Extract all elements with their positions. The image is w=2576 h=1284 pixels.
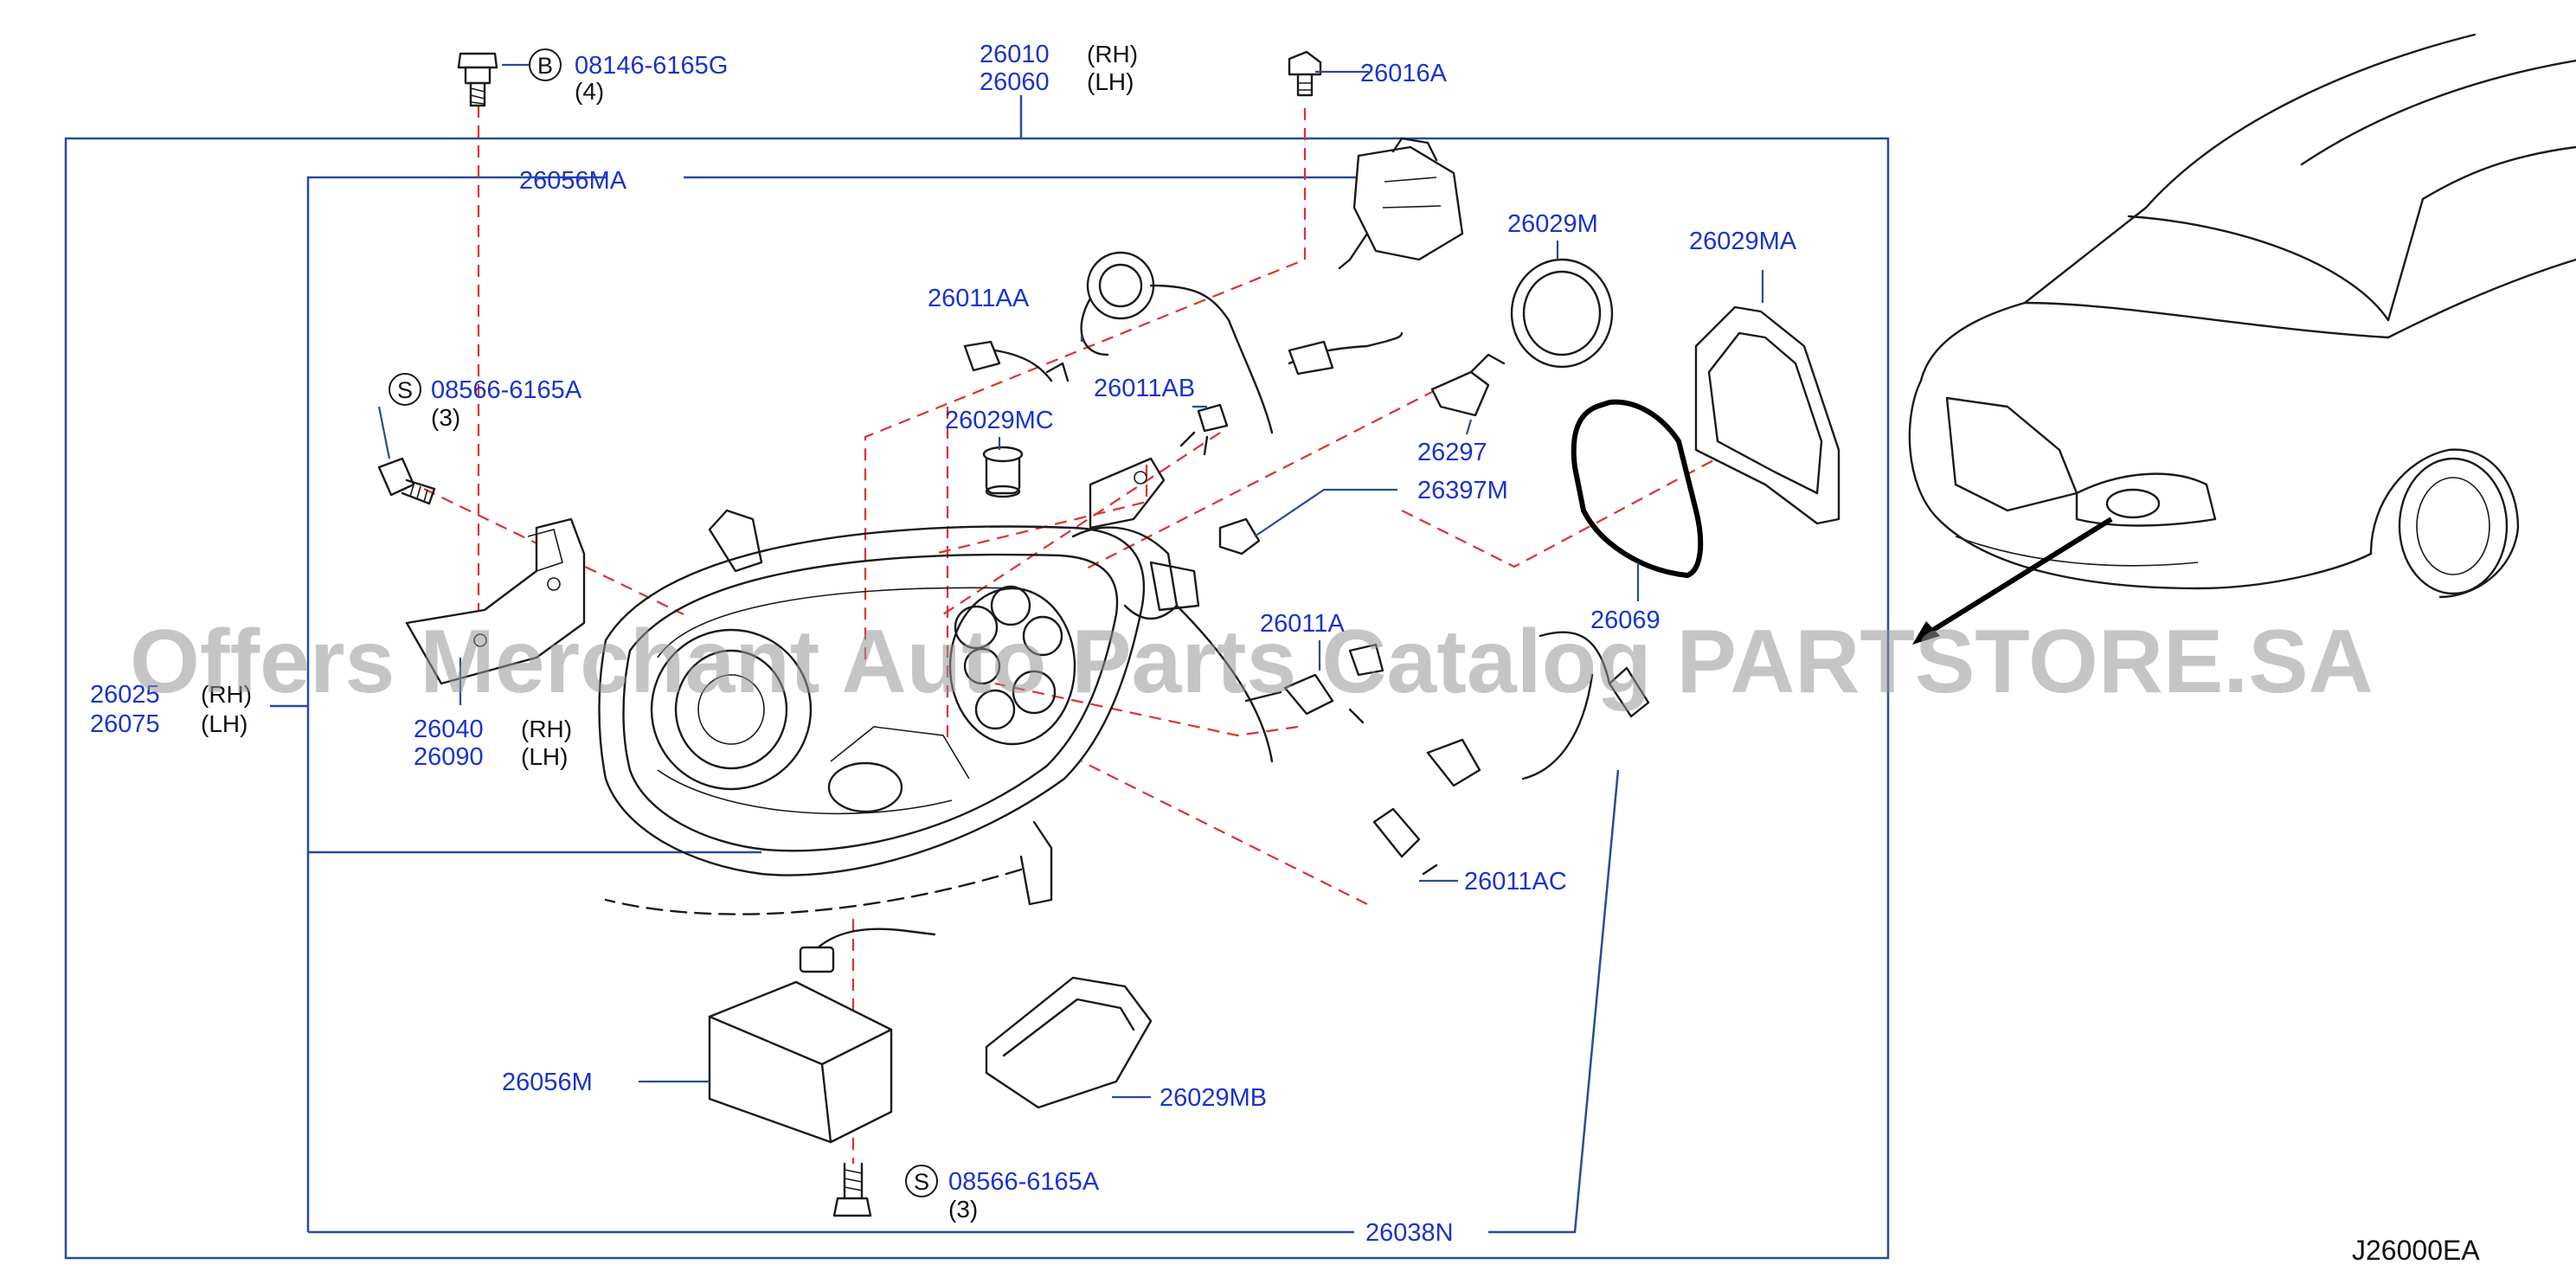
badge-b: B [529,48,562,81]
label-26010: 26010 [980,41,1050,68]
label-26090-side: (LH) [521,743,568,770]
label-26011AC: 26011AC [1464,868,1567,896]
bolt-08146-6165G [457,52,498,107]
clip-26016A [1288,50,1322,97]
label-26040-side: (RH) [521,716,572,742]
label-26075-side: (LH) [201,710,247,737]
label-26297: 26297 [1417,439,1487,466]
label-08566-6165A-lower: 08566-6165A [948,1168,1100,1196]
cap-26029M [1510,258,1614,369]
svg-text:B: B [537,53,553,79]
label-08146-6165G: 08146-6165G [575,52,728,80]
assembly-frame [64,95,1890,1260]
vehicle-front-view [1908,33,2576,645]
label-26075: 26075 [90,710,160,738]
cover-26029MB [985,976,1153,1109]
bracket-26040 [405,517,586,685]
label-08566-upper-qty: (3) [431,404,460,431]
cover-26029MA [1694,305,1840,525]
socket-26011A [1244,643,1384,724]
label-26029MA: 26029MA [1689,228,1797,255]
ballast-unit-26056M [708,928,936,1144]
label-26029MC: 26029MC [945,407,1054,434]
label-26011AB: 26011AB [1094,375,1195,402]
label-26056MA: 26056MA [519,167,627,195]
label-08566-6165A-upper: 08566-6165A [431,376,582,404]
bulb-26011AC [1372,738,1481,876]
label-26011AA: 26011AA [928,285,1030,312]
part-labels: 26010 (RH) 26060 (LH) 08146-6165G (4) 26… [90,41,1797,1247]
label-26069: 26069 [1590,607,1661,634]
watermark-text: Offers Merchant Auto Parts Catalog PARTS… [130,612,2374,712]
svg-text:S: S [397,377,413,403]
label-26038N: 26038N [1365,1219,1454,1247]
ballast-igniter-26056MA [1338,137,1464,270]
label-26056M: 26056M [502,1069,593,1096]
bulb-socket-26011AA [963,340,1070,382]
diagram-code: J26000EA [2352,1235,2480,1266]
label-26025-side: (RH) [201,681,252,708]
seal-26069 [1571,399,1704,578]
svg-text:S: S [914,1169,929,1195]
label-26025: 26025 [90,681,160,709]
leader-lines [377,63,1764,1099]
label-26010-side: (RH) [1087,41,1138,67]
harness-connector [1521,631,1650,780]
label-26011A: 26011A [1260,610,1345,638]
label-26060: 26060 [980,68,1050,96]
screw-08566-6165A-upper [377,457,436,505]
headlamp-assembly [598,457,1274,915]
screw-08566-6165A-lower [832,1162,872,1217]
label-26016A: 26016A [1360,60,1448,87]
label-26040: 26040 [414,716,484,743]
label-26029M: 26029M [1507,210,1598,238]
label-26397M: 26397M [1417,477,1508,504]
bulb-26297 [1288,331,1506,417]
label-26060-side: (LH) [1087,68,1134,95]
label-26090: 26090 [414,743,484,771]
label-26029MB: 26029MB [1160,1084,1267,1112]
socket-26011AB [1179,403,1229,456]
badge-s-lower: S [905,1165,938,1197]
badge-s-upper: S [389,373,421,406]
socket-cover-26011AA [1080,251,1274,434]
label-08566-lower-qty: (3) [948,1196,978,1223]
bulb-26029MC [982,446,1024,498]
label-08146-qty: (4) [575,78,604,105]
grommet-26397M [1218,517,1261,555]
